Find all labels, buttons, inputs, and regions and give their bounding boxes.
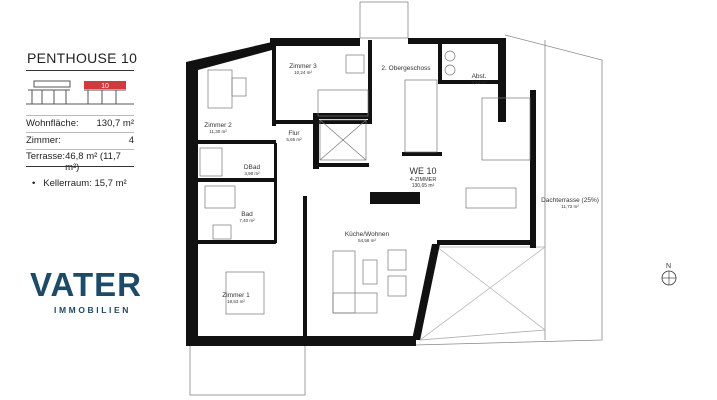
room-area: 3,98 m² <box>244 171 260 176</box>
building-section-icon: 10 <box>26 80 134 105</box>
stairs <box>404 79 438 153</box>
room-label: Abst. <box>472 73 487 80</box>
divider <box>26 70 134 71</box>
logo-subtitle: IMMOBILIEN <box>54 305 131 315</box>
room-area: 7,40 m² <box>239 218 255 223</box>
info-label: Wohnfläche: <box>26 118 79 129</box>
room-label: Flur <box>288 130 300 137</box>
room-label: Dachterrasse (25%) <box>541 197 599 204</box>
terrace-outlines <box>189 1 603 396</box>
divider <box>26 132 134 133</box>
info-row-zimmer: Zimmer: 4 <box>26 135 134 146</box>
room-area: 54,58 m² <box>358 238 376 243</box>
room-area: 5,65 m² <box>286 137 302 142</box>
kellerraum-note: • Kellerraum: 15,7 m² <box>32 178 127 189</box>
floor-label: 2. Obergeschoss <box>381 65 431 72</box>
room-label: Zimmer 3 <box>289 63 317 70</box>
room-area: 11,72 m² <box>561 204 579 209</box>
info-value: 46,8 m² (11,7 m²) <box>65 151 121 173</box>
furniture <box>199 50 531 315</box>
unit-type: 4-ZIMMER <box>410 177 437 183</box>
info-label: Terrasse: <box>26 151 66 162</box>
compass-north: N <box>666 263 671 270</box>
room-area: 4,42 m² <box>471 80 487 85</box>
info-value: 4 <box>128 135 134 146</box>
info-value: 130,7 m² <box>96 118 135 129</box>
divider <box>26 166 134 167</box>
room-area: 10,24 m² <box>294 70 312 75</box>
logo: VATER <box>30 266 142 303</box>
room-area: 18,53 m² <box>227 299 245 304</box>
divider <box>26 115 134 116</box>
unit-marker: 10 <box>101 83 109 90</box>
info-row-terrasse: Terrasse:46,8 m² (11,7 m²) <box>26 151 134 173</box>
unit-area: 130,65 m² <box>412 183 435 189</box>
room-labels: Zimmer 3 10,24 m² Zimmer 2 11,30 m² Flur… <box>204 63 599 304</box>
info-row-wohnflaeche: Wohnfläche: 130,7 m² <box>26 118 134 129</box>
elevator <box>319 119 367 161</box>
unit-name: WE 10 <box>409 166 436 176</box>
sofa <box>332 250 356 314</box>
unit-highlight <box>84 81 126 89</box>
dining-table <box>465 187 517 209</box>
room-label: Zimmer 2 <box>204 122 232 129</box>
room-label: Küche/Wohnen <box>345 231 390 238</box>
bed <box>225 271 265 315</box>
page-title: PENTHOUSE 10 <box>27 50 138 66</box>
compass-icon: N <box>661 263 677 286</box>
walls <box>186 38 536 346</box>
kellerraum-text: Kellerraum: 15,7 m² <box>43 178 127 189</box>
room-area: 11,30 m² <box>209 129 227 134</box>
info-label: Zimmer: <box>26 135 61 146</box>
room-label: DBad <box>244 164 261 171</box>
divider <box>26 149 134 150</box>
room-label: Bad <box>241 211 253 218</box>
room-label: Zimmer 1 <box>222 292 250 299</box>
